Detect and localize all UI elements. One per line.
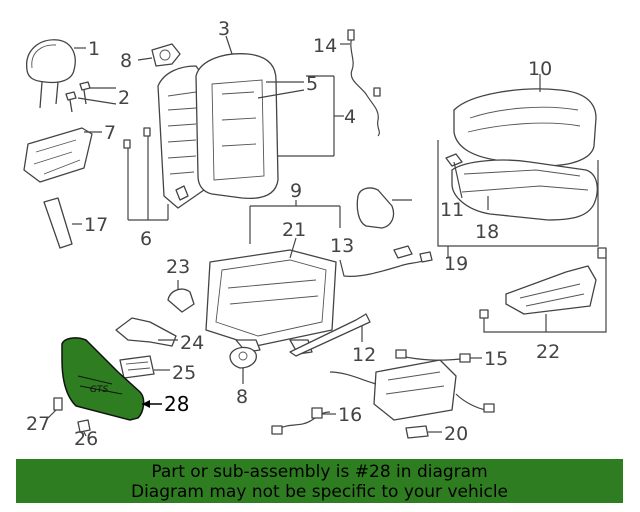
part-14-harness bbox=[340, 29, 381, 137]
callout-2: 2 bbox=[118, 87, 130, 109]
callout-23: 23 bbox=[166, 256, 190, 278]
callout-28: 28 bbox=[164, 392, 189, 416]
part-25-switch bbox=[119, 355, 170, 379]
callout-12: 12 bbox=[352, 344, 376, 366]
callout-8-top: 8 bbox=[120, 50, 132, 72]
part-8-bracket-bottom bbox=[229, 346, 257, 384]
part-23-clip bbox=[167, 280, 195, 313]
callout-27: 27 bbox=[26, 413, 50, 435]
part-15-motor bbox=[329, 349, 495, 421]
part-10-seat-cushion bbox=[453, 74, 597, 167]
part-12-rail-cover bbox=[289, 313, 371, 357]
callout-19: 19 bbox=[444, 253, 468, 275]
callout-25: 25 bbox=[172, 362, 196, 384]
part-16-harness bbox=[271, 407, 336, 435]
callout-17: 17 bbox=[84, 214, 108, 236]
part-20-cap bbox=[405, 425, 442, 439]
callout-20: 20 bbox=[444, 423, 468, 445]
callout-18: 18 bbox=[475, 221, 499, 243]
part-22-outer-cover bbox=[479, 247, 607, 333]
part-3-back-cushion bbox=[195, 35, 279, 200]
part-6-back-frame bbox=[123, 65, 207, 221]
callout-9: 9 bbox=[290, 180, 302, 202]
callout-10: 10 bbox=[528, 58, 552, 80]
callout-13: 13 bbox=[330, 235, 354, 257]
callout-6: 6 bbox=[140, 228, 152, 250]
part-28-shape bbox=[61, 337, 145, 421]
part-2-bolts bbox=[65, 81, 117, 113]
banner-line-1: Part or sub-assembly is #28 in diagram bbox=[151, 462, 488, 482]
part-26-27-clips bbox=[47, 397, 91, 437]
part-29-side-cover bbox=[356, 187, 412, 229]
callout-7: 7 bbox=[104, 122, 116, 144]
part-24-cover bbox=[115, 317, 178, 347]
part-28-emblem: GTS bbox=[90, 385, 108, 395]
banner-line-2: Diagram may not be specific to your vehi… bbox=[130, 482, 508, 502]
part-28-highlighted: GTS bbox=[61, 337, 162, 421]
callout-11: 11 bbox=[440, 199, 464, 221]
callout-16: 16 bbox=[338, 404, 362, 426]
seat-parts-diagram: 1 2 7 17 8 6 bbox=[23, 18, 607, 450]
callout-5: 5 bbox=[306, 73, 318, 95]
callout-8-bottom: 8 bbox=[236, 386, 248, 408]
leads-4-5 bbox=[257, 75, 344, 157]
part-1-headrest bbox=[26, 39, 86, 109]
callout-22: 22 bbox=[536, 341, 560, 363]
callout-24: 24 bbox=[180, 332, 204, 354]
callout-3: 3 bbox=[218, 18, 230, 40]
part-7-trim-cover bbox=[23, 127, 102, 183]
callout-15: 15 bbox=[484, 348, 508, 370]
callout-26: 26 bbox=[74, 428, 98, 450]
callout-1: 1 bbox=[88, 38, 100, 60]
callout-14: 14 bbox=[313, 35, 337, 57]
part-13-harness bbox=[339, 245, 433, 277]
part-17-strip bbox=[43, 197, 82, 249]
part-21-seat-frame bbox=[205, 200, 341, 355]
group-19-box bbox=[437, 140, 599, 258]
part-8-bracket-top bbox=[137, 43, 181, 67]
callout-4: 4 bbox=[344, 106, 356, 128]
callout-21: 21 bbox=[282, 219, 306, 241]
info-banner: Part or sub-assembly is #28 in diagram D… bbox=[16, 459, 623, 503]
